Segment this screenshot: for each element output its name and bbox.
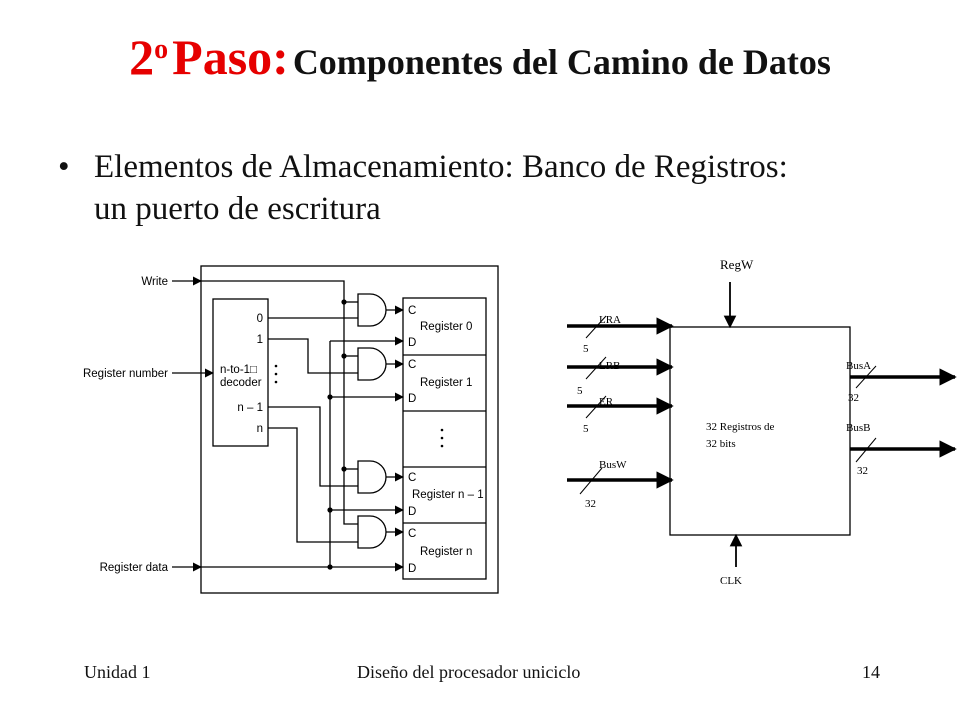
busw-label: BusW: [599, 459, 627, 471]
busb-width: 32: [857, 465, 868, 477]
clk-label: CLK: [720, 575, 742, 587]
register-n-name: Register n: [420, 546, 472, 558]
lra-width: 5: [583, 343, 589, 355]
register-n-d: D: [408, 563, 416, 575]
er-label: ER: [599, 396, 614, 408]
register-bank-labels: RegW CLK LRA LRB ER BusW BusA BusB 32 Re…: [577, 257, 871, 587]
register-column: [402, 297, 487, 580]
bullet-dot-icon: •: [58, 149, 70, 185]
busw-width: 32: [585, 498, 596, 510]
register-data-label: Register data: [100, 562, 169, 574]
bullet-line-1: Elementos de Almacenamiento: Banco de Re…: [94, 149, 788, 185]
bank-label-line1: 32 Registros de: [706, 421, 775, 433]
decoder-output-0: 0: [257, 313, 263, 325]
title-subtitle: Componentes del Camino de Datos: [292, 42, 831, 82]
register-n-1-name: Register n – 1: [412, 489, 484, 501]
register-1-name: Register 1: [420, 377, 472, 389]
busa-width: 32: [848, 392, 859, 404]
title-number: 2: [129, 29, 155, 85]
lrb-width: 5: [577, 385, 583, 397]
decoder-label-line2: decoder: [220, 377, 262, 389]
bank-label-line2: 32 bits: [706, 438, 736, 450]
outer-box: [200, 265, 499, 594]
decoder-output-1: 1: [257, 334, 263, 346]
register-file-schematic: [172, 265, 499, 594]
footer-center: Diseño del procesador uniciclo: [357, 662, 581, 682]
register-number-label: Register number: [83, 368, 168, 380]
title-superscript: o: [154, 34, 169, 65]
register-0-name: Register 0: [420, 321, 472, 333]
schematic-labels: Write Register number Register data 0 1 …: [83, 276, 484, 575]
register-bank-block: [567, 282, 957, 567]
register-bank-box: [669, 326, 851, 536]
lrb-label: LRB: [599, 360, 620, 372]
footer-left: Unidad 1: [84, 662, 151, 682]
decoder-output-n-1: n – 1: [237, 402, 263, 414]
register-n-1-d: D: [408, 506, 416, 518]
register-1-d: D: [408, 393, 416, 405]
and-gate-0: [357, 293, 387, 327]
junction-dots: [274, 299, 444, 570]
busb-label: BusB: [846, 422, 870, 434]
bullet-line-2: un puerto de escritura: [94, 191, 381, 227]
lra-label: LRA: [599, 314, 621, 326]
and-gate-n: [357, 515, 387, 549]
register-n-c: C: [408, 528, 416, 540]
register-0-c: C: [408, 305, 416, 317]
register-1-c: C: [408, 359, 416, 371]
title-word: Paso:: [172, 29, 289, 85]
write-label: Write: [141, 276, 168, 288]
decoder-label-line1: n-to-1□: [220, 364, 257, 376]
regw-label: RegW: [720, 257, 754, 272]
footer-page-number: 14: [862, 662, 880, 682]
busa-label: BusA: [846, 360, 871, 372]
register-n-1-c: C: [408, 472, 416, 484]
and-gate-n-1: [357, 460, 387, 494]
er-width: 5: [583, 423, 589, 435]
register-0-d: D: [408, 337, 416, 349]
slide-title: 2o Paso: Componentes del Camino de Datos: [0, 28, 960, 86]
decoder-output-n: n: [257, 423, 263, 435]
and-gate-1: [357, 347, 387, 381]
